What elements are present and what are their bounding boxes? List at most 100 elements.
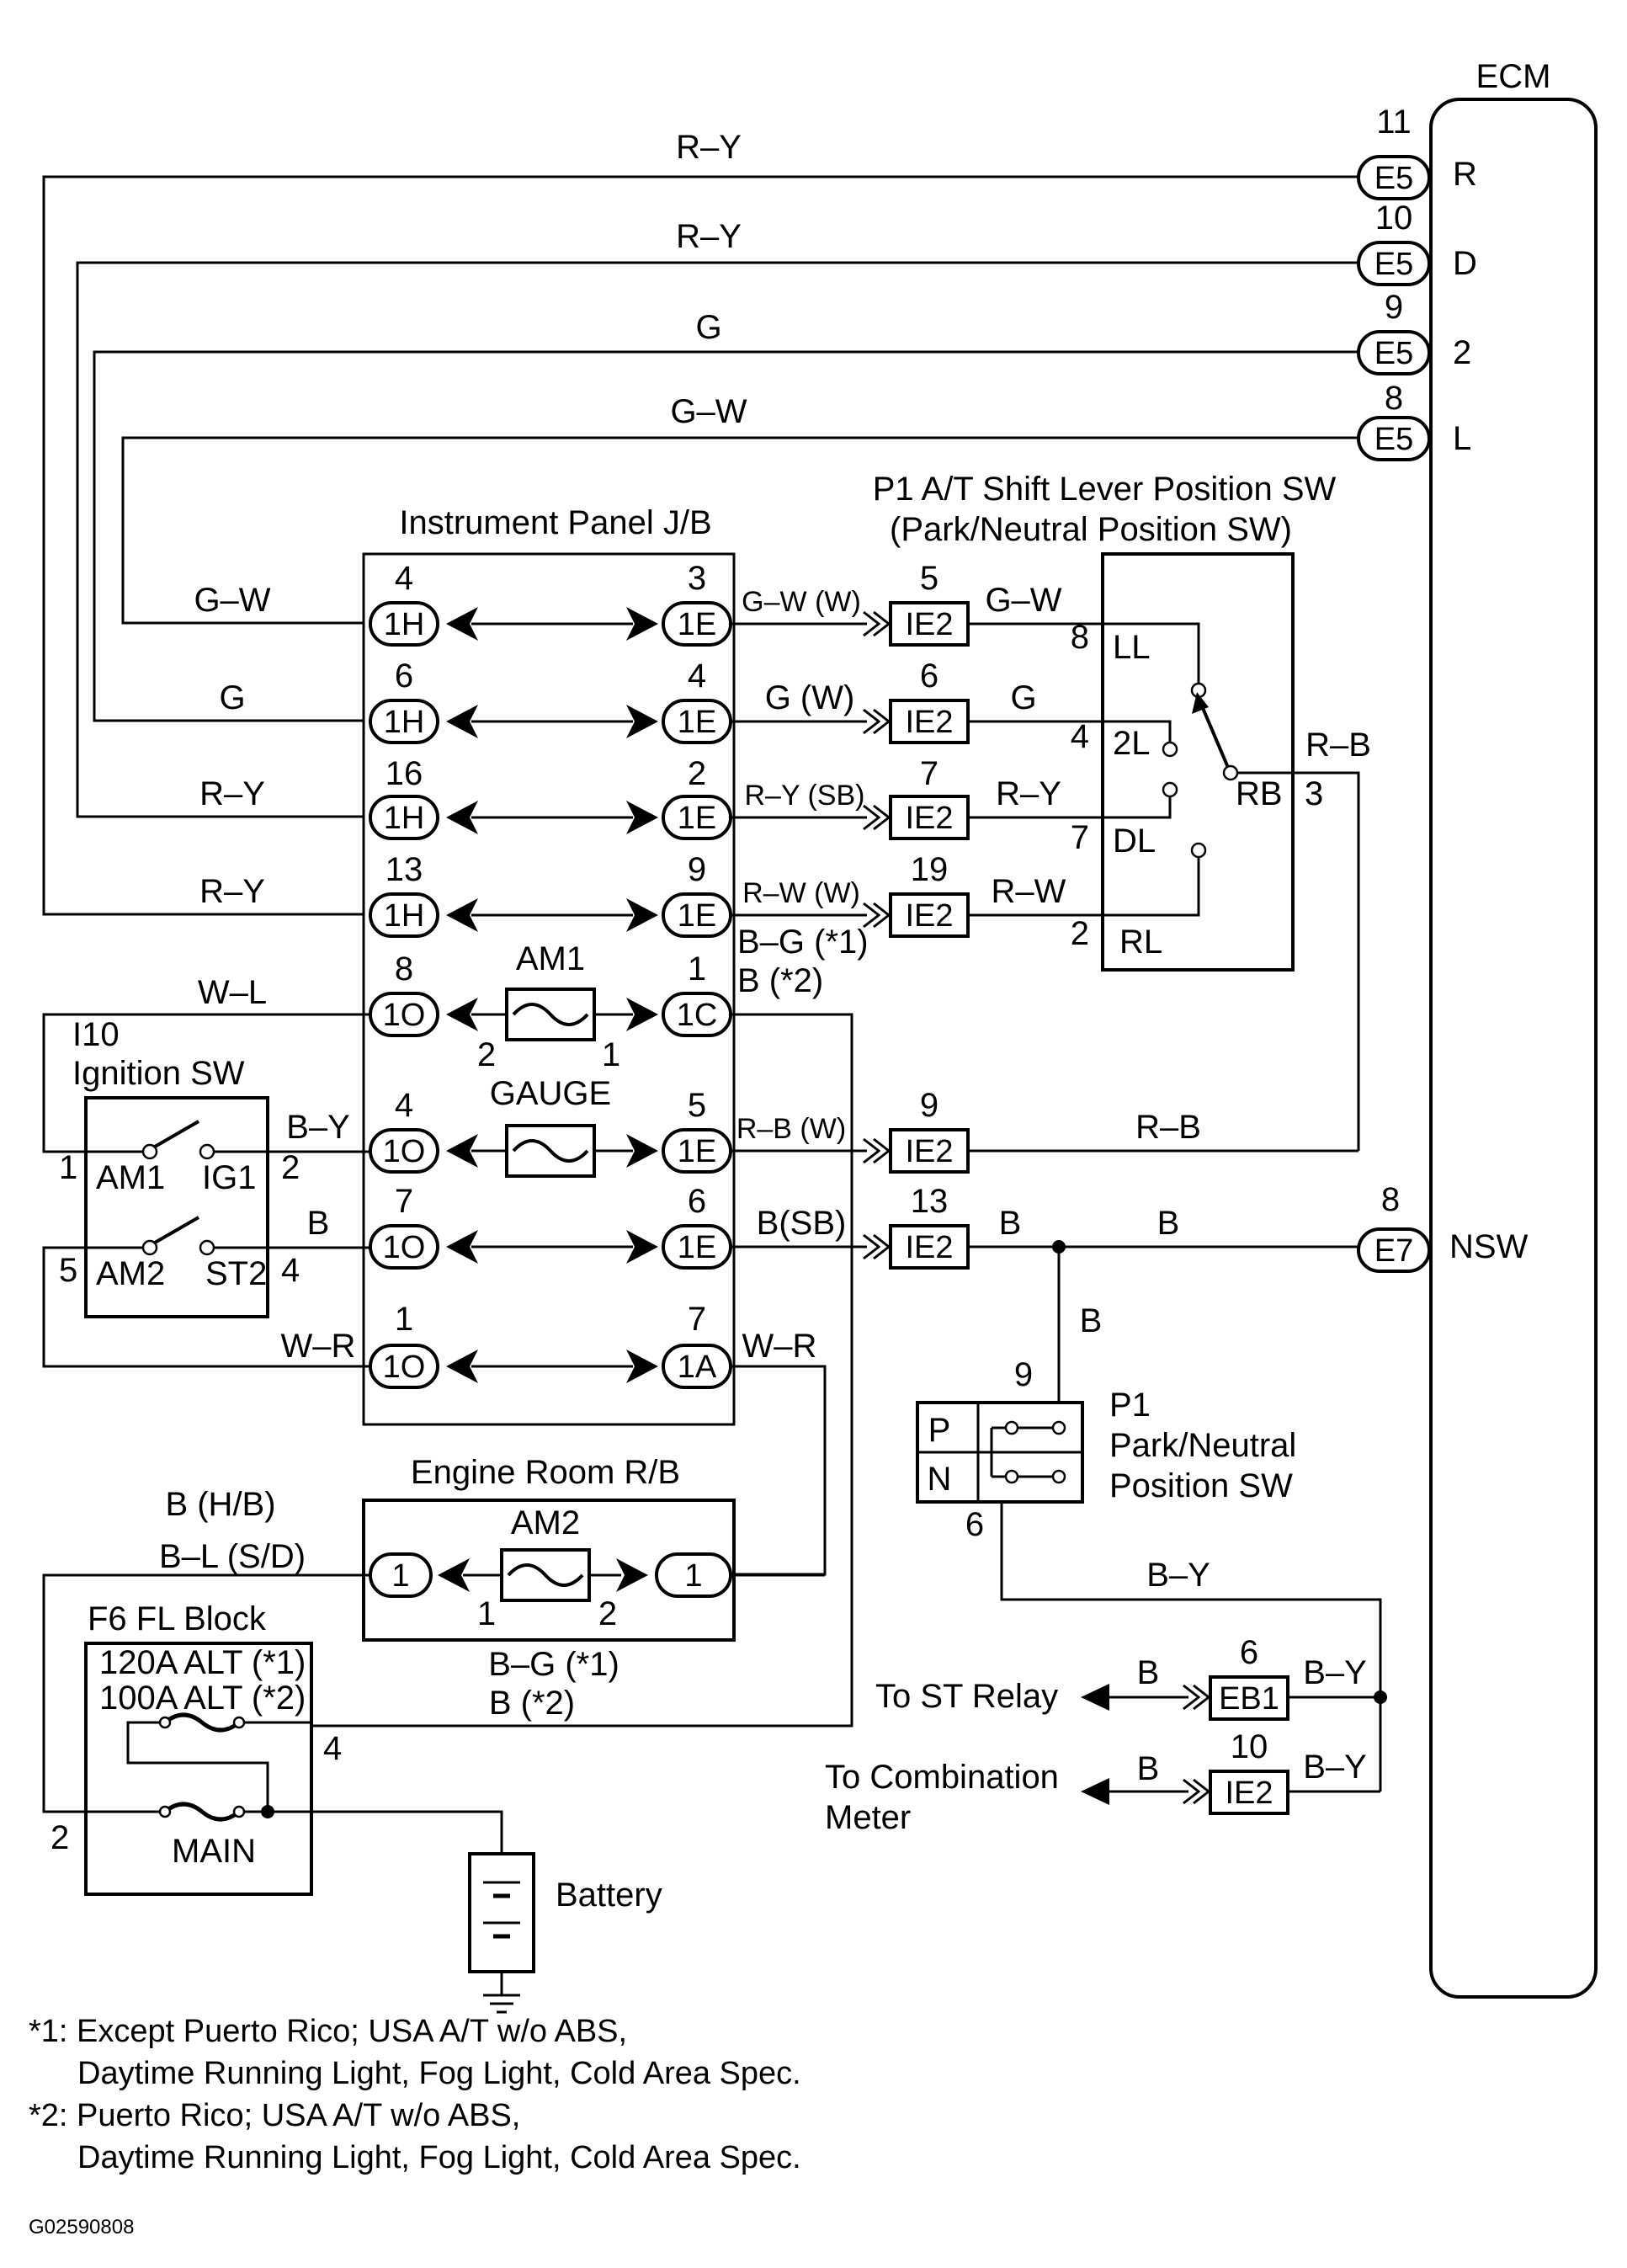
pn-switch-title: Position SW [1109, 1467, 1293, 1504]
pin-number: 10 [1231, 1728, 1268, 1765]
footnote-2: *2: Puerto Rico; USA A/T w/o ABS, [29, 2098, 521, 2133]
ignition-title: Ignition SW [72, 1055, 245, 1092]
wire-label: R–Y [676, 218, 742, 255]
connector-label: 1E [678, 1230, 716, 1265]
jb-row-8: 1 1O 1A 7 [369, 1301, 732, 1389]
wire-label: R–B (W) [736, 1113, 846, 1145]
ie2-label: IE2 [905, 607, 953, 642]
park-neutral-switch: 9 P N P1 Park/Neutral Position SW 6 B–Y [916, 1356, 1382, 1792]
ecm-pin-conn: E5 [1374, 247, 1413, 282]
pin-number: 2 [1071, 915, 1089, 952]
fl-block-title: F6 FL Block [88, 1600, 267, 1637]
pin-number: 1 [477, 1595, 496, 1632]
wire-label: B–G (*1) [737, 924, 869, 961]
pin-number: 1 [688, 950, 706, 988]
pin-number: 7 [1071, 819, 1089, 856]
wire-label: G–W [985, 582, 1061, 619]
terminal-label: 2L [1113, 725, 1151, 762]
footnote-2-cont: Daytime Running Light, Fog Light, Cold A… [77, 2140, 801, 2175]
terminal-label: LL [1113, 629, 1151, 666]
pin-number: 1 [59, 1149, 77, 1186]
ecm-pin-nsw: E7 8 NSW [1357, 1181, 1529, 1273]
fl-block: F6 FL Block 120A ALT (*1) 100A ALT (*2) … [42, 1573, 370, 1896]
pin-number: 5 [59, 1252, 77, 1289]
pin-number: 4 [688, 658, 706, 695]
connector-label: 1C [677, 998, 718, 1033]
pin-number: 4 [395, 560, 413, 597]
jb-row-6-gauge: 4 1O GAUGE 1E 5 [369, 1075, 732, 1178]
connector-label: 1 [684, 1558, 702, 1594]
wire-label: B–Y [1303, 1749, 1367, 1786]
pn-switch-title: Park/Neutral [1109, 1427, 1296, 1464]
connector-label: 1E [678, 705, 716, 740]
fuse-gauge-label: GAUGE [490, 1075, 611, 1112]
wire-label: B(SB) [757, 1205, 847, 1242]
wire-label: G (W) [765, 679, 855, 716]
wire-label: B (*2) [737, 962, 823, 999]
connector-label: 1A [678, 1350, 717, 1385]
connector-label: 1E [678, 898, 716, 934]
ignition-wires [42, 1013, 370, 1368]
ecm-pin-signal: L [1453, 420, 1471, 457]
ecm-pin-signal: D [1453, 245, 1477, 282]
ecm-pin-conn: E5 [1374, 161, 1413, 196]
wire-label: B (*2) [489, 1685, 575, 1722]
ecm-pin-conn: E5 [1374, 336, 1413, 371]
rb-b-wires [968, 1149, 1358, 1403]
ecm-pin-conn: E7 [1374, 1233, 1413, 1269]
pin-number: 7 [688, 1301, 706, 1338]
pin-number: 5 [688, 1087, 706, 1124]
comb-meter-label: To Combination [825, 1759, 1059, 1796]
ecm-pin-r: E5 11 R [1357, 104, 1477, 200]
pin-number: 4 [395, 1087, 413, 1124]
ecm-pin-num: 9 [1385, 289, 1403, 326]
pin-number: 6 [1240, 1634, 1258, 1671]
ie2-label: IE2 [905, 1134, 953, 1169]
wire-label: R–Y [676, 129, 742, 166]
pin-number: 2 [281, 1149, 300, 1186]
pin-number: 2 [477, 1036, 496, 1073]
pin-number: 1 [395, 1301, 413, 1338]
battery: Battery [311, 1810, 662, 2014]
ie2-label: IE2 [905, 1230, 953, 1265]
ecm-pin-num: 8 [1385, 380, 1403, 417]
pin-number: 6 [920, 658, 938, 695]
shift-sw-subtitle: (Park/Neutral Position SW) [890, 511, 1292, 548]
pin-number: 9 [920, 1087, 938, 1124]
fuse-am2-label: AM2 [511, 1504, 580, 1541]
pin-number: 8 [395, 950, 413, 988]
park-label: P [928, 1412, 951, 1449]
figure-code: G02590808 [29, 2216, 135, 2239]
wire-label: R–W (W) [742, 877, 860, 909]
pin-number: 9 [688, 851, 706, 888]
connector-label: 1H [384, 898, 425, 934]
jb-row-3: 16 1H 1E 2 [369, 755, 732, 840]
jb-row-7: 7 1O 1E 6 [369, 1183, 732, 1270]
wire-label: R–Y (SB) [745, 780, 865, 812]
connector-label: IE2 [1225, 1776, 1273, 1811]
pin-number: 3 [1305, 775, 1323, 812]
pin-number: 3 [688, 560, 706, 597]
connector-label: 1O [383, 1134, 426, 1169]
wire-label: W–R [742, 1328, 817, 1365]
fuse-am1-label: AM1 [516, 940, 585, 977]
footnote-1-cont: Daytime Running Light, Fog Light, Cold A… [77, 2056, 801, 2091]
terminal-label: DL [1113, 823, 1156, 860]
wire-label: R–B [1135, 1109, 1201, 1146]
wire-label: R–Y [199, 775, 265, 812]
ecm-pin-num: 11 [1376, 104, 1412, 141]
shift-lever-switch: P1 A/T Shift Lever Position SW (Park/Neu… [873, 471, 1371, 1151]
alt-fuse-label: 100A ALT (*2) [99, 1680, 306, 1717]
ecm-pin-conn: E5 [1374, 422, 1413, 457]
engine-rb-title: Engine Room R/B [411, 1454, 680, 1491]
shift-sw-title: P1 A/T Shift Lever Position SW [873, 471, 1337, 508]
ecm-pin-signal: 2 [1453, 334, 1471, 371]
ecm-pin-signal: R [1453, 156, 1477, 193]
jb-title: Instrument Panel J/B [399, 504, 711, 541]
pin-number: 9 [1014, 1356, 1033, 1393]
wire-label: B [307, 1205, 330, 1242]
wire-label: G [219, 679, 245, 716]
pin-number: 8 [1071, 619, 1089, 656]
pin-number: 4 [1071, 718, 1089, 755]
ecm-title: ECM [1476, 58, 1551, 95]
